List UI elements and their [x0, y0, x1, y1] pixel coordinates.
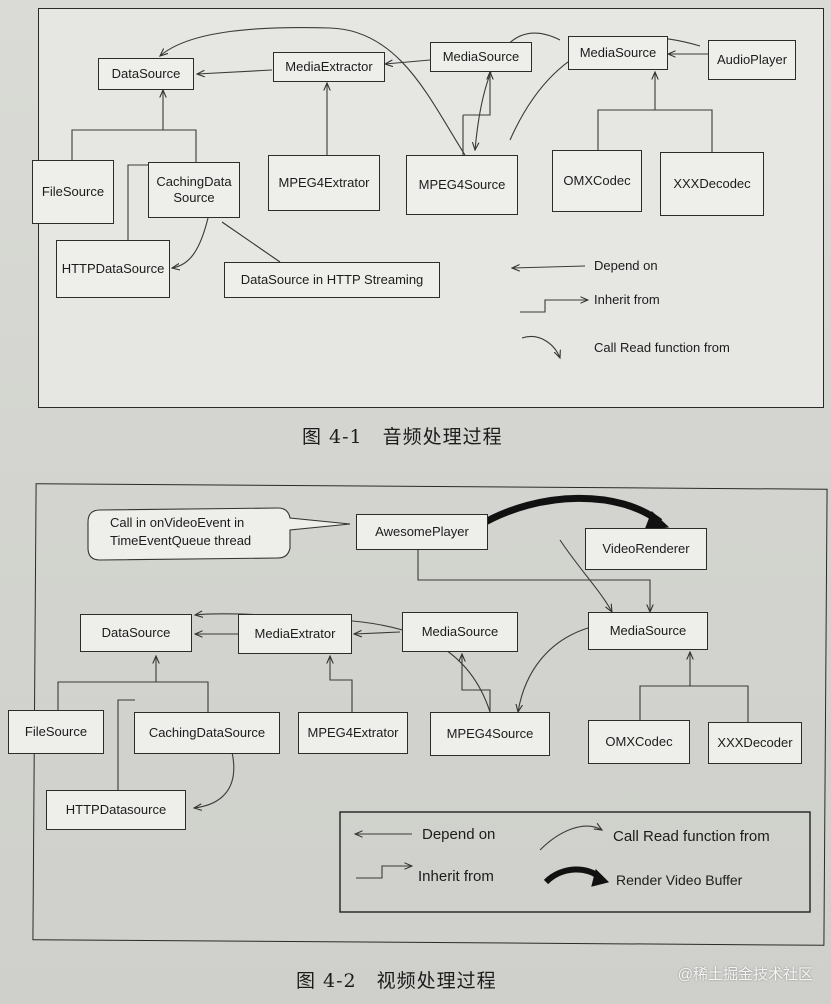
- legend-call-curve: [521, 336, 560, 358]
- tree2-codec-children: [639, 685, 749, 722]
- box2-xxxdecoder: XXXDecoder: [708, 722, 802, 764]
- watermark: @稀土掘金技术社区: [677, 966, 813, 983]
- callout-videoevent: Call in onVideoEvent in TimeEventQueue t…: [110, 515, 252, 548]
- legend-inherit-label: Inherit from: [594, 292, 660, 307]
- box-mediasource-a: MediaSource: [430, 42, 532, 72]
- inherit-mpeg4source: [463, 72, 490, 116]
- box2-mediasource-b: MediaSource: [588, 612, 708, 650]
- box-datasource: DataSource: [98, 58, 194, 90]
- box-omxcodec: OMXCodec: [552, 150, 642, 212]
- box-mpeg4extrator: MPEG4Extrator: [268, 155, 380, 211]
- callout-bubble: [87, 507, 351, 561]
- arrow-mediasource-to-extractor: [385, 59, 431, 64]
- awesome-to-mediasource: [417, 550, 650, 612]
- box-audioplayer: AudioPlayer: [708, 40, 796, 80]
- mediasource-read-mpeg4: [518, 627, 589, 712]
- callout-pointer: [221, 221, 281, 263]
- legend2-call-label: Call Read function from: [613, 828, 770, 845]
- legend2-frame: [339, 811, 811, 913]
- mediasource-to-extrator: [354, 632, 401, 634]
- box-cachingdatasource: CachingData Source: [148, 162, 240, 218]
- legend-call-label: Call Read function from: [594, 340, 730, 355]
- callout-http-streaming: DataSource in HTTP Streaming: [224, 262, 440, 298]
- awesome-read-curve: [559, 539, 612, 612]
- legend2-inherit-label: Inherit from: [418, 868, 494, 885]
- inherit2-mpeg4source: [462, 654, 491, 712]
- legend2-depend-label: Depend on: [422, 826, 496, 843]
- box2-mpeg4extrator: MPEG4Extrator: [298, 712, 408, 754]
- legend2-render-head: [591, 868, 610, 887]
- box-videorenderer: VideoRenderer: [585, 528, 707, 570]
- legend-depend-arrow: [512, 266, 586, 268]
- inherit2-extractor: [330, 656, 353, 712]
- legend-inherit-arrow: [520, 300, 588, 313]
- curve-mpeg4source-to-datasource: [160, 27, 466, 156]
- box2-httpdatasource: HTTPDatasource: [46, 790, 186, 830]
- box-httpdatasource: HTTPDataSource: [56, 240, 170, 298]
- box2-filesource: FileSource: [8, 710, 104, 754]
- box2-mediaextrator: MediaExtrator: [238, 614, 352, 654]
- curve-caching-to-http: [172, 217, 209, 268]
- box-filesource: FileSource: [32, 160, 114, 224]
- box2-datasource: DataSource: [80, 614, 192, 652]
- box2-mpeg4source: MPEG4Source: [430, 712, 550, 756]
- tree2-http-branch: [117, 699, 135, 790]
- tree-codec-children: [597, 109, 713, 152]
- box-mpeg4source: MPEG4Source: [406, 155, 518, 215]
- legend2-render-label: Render Video Buffer: [616, 872, 743, 888]
- legend-depend-label: Depend on: [594, 258, 658, 273]
- caption-figure-4-2: 图 4-2 视频处理过程: [296, 970, 497, 992]
- box-xxxdecodec: XXXDecodec: [660, 152, 764, 216]
- legend2-call-curve: [539, 826, 602, 851]
- box-mediasource-b: MediaSource: [568, 36, 668, 70]
- tree-http-branch: [127, 164, 152, 240]
- box-mediaextractor: MediaExtractor: [273, 52, 385, 82]
- box-awesomeplayer: AwesomePlayer: [356, 514, 488, 550]
- caching2-to-http: [194, 751, 235, 808]
- box2-omxcodec: OMXCodec: [588, 720, 690, 764]
- tree2-datasource-children: [57, 681, 209, 712]
- render-buffer-arrow: [478, 494, 663, 529]
- tree-datasource-children: [71, 129, 197, 162]
- box2-mediasource-a: MediaSource: [402, 612, 518, 652]
- legend2-inherit-arrow: [356, 866, 412, 879]
- caption-figure-4-1: 图 4-1 音频处理过程: [302, 426, 503, 448]
- arrow-extractor-to-datasource: [197, 69, 273, 74]
- box2-cachingdatasource: CachingDataSource: [134, 712, 280, 754]
